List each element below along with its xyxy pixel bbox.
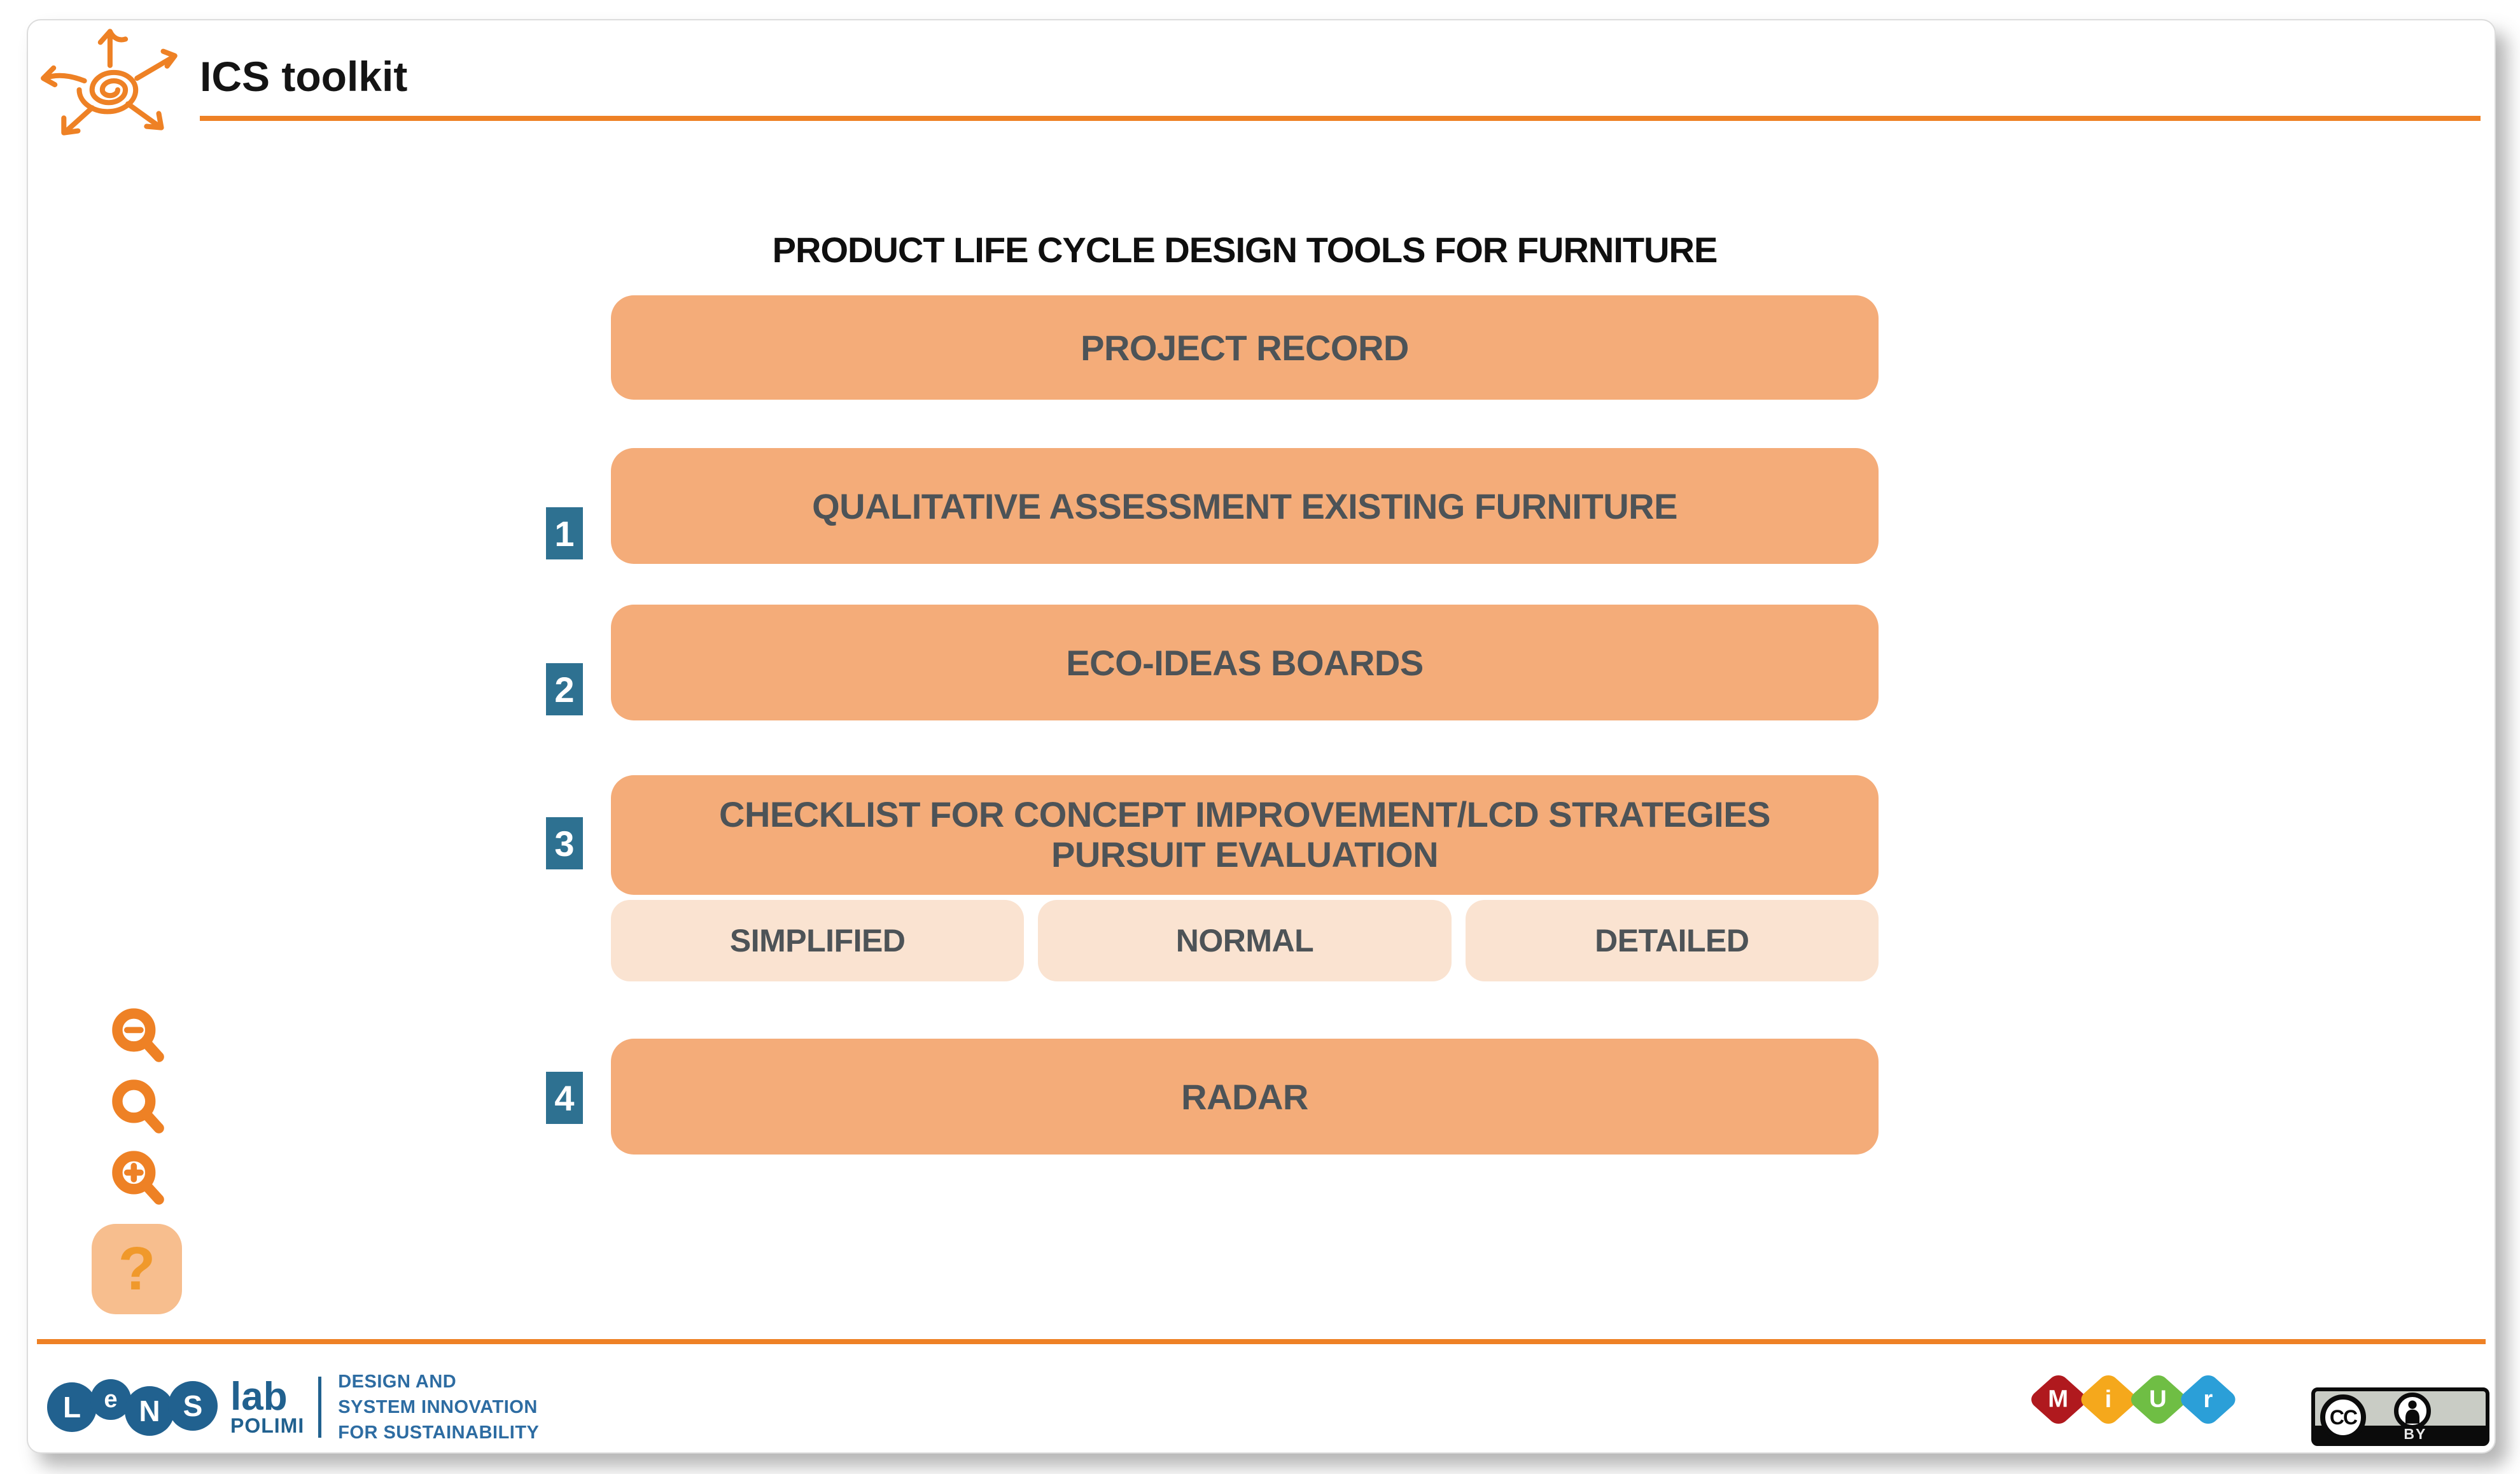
step-3-badge: 3 (546, 817, 583, 869)
lens-polimi-text: POLIMI (230, 1414, 305, 1438)
zoom-reset-button[interactable] (108, 1077, 169, 1141)
ics-spiral-logo-icon (41, 29, 178, 136)
lens-tagline-line: DESIGN AND (338, 1371, 457, 1392)
qualitative-assessment-button[interactable]: QUALITATIVE ASSESSMENT EXISTING FURNITUR… (611, 448, 1879, 564)
zoom-out-button[interactable] (108, 1006, 169, 1069)
zoom-in-button[interactable] (108, 1148, 169, 1212)
checklist-detailed-button[interactable]: DETAILED (1465, 900, 1879, 981)
lens-lab-polimi-logo: L e N S lab POLIMI DESIGN AND SYSTEM INN… (47, 1372, 539, 1443)
cc-license-label: BY (2404, 1426, 2427, 1442)
checklist-simplified-label: SIMPLIFIED (729, 923, 906, 958)
lens-letter-bubble: e (90, 1379, 131, 1420)
step-4-badge: 4 (546, 1072, 583, 1124)
lens-letter-bubble: N (125, 1386, 174, 1436)
radar-button[interactable]: RADAR (611, 1039, 1879, 1155)
radar-label: RADAR (1181, 1076, 1308, 1117)
checklist-button[interactable]: CHECKLIST FOR CONCEPT IMPROVEMENT/LCD ST… (611, 775, 1879, 895)
slide-card: ICS toolkit PRODUCT LIFE CYCLE DESIGN TO… (27, 19, 2496, 1454)
zoom-in-icon (112, 1151, 164, 1205)
checklist-normal-label: NORMAL (1175, 923, 1314, 958)
lens-letter-bubble: L (47, 1382, 97, 1432)
lens-tagline-line: SYSTEM INNOVATION (338, 1396, 538, 1417)
header-divider (200, 116, 2481, 121)
lens-lab-wordmark: lab POLIMI (230, 1375, 305, 1438)
footer-divider (37, 1339, 2486, 1344)
step-2-badge: 2 (546, 663, 583, 715)
app-title: ICS toolkit (200, 53, 408, 100)
lens-letters: L e N S (47, 1379, 218, 1436)
miur-diamond: r (2176, 1372, 2240, 1428)
lens-letter-bubble: S (168, 1381, 218, 1431)
zoom-out-icon (112, 1008, 164, 1062)
cc-icon: CC (2320, 1394, 2366, 1440)
checklist-normal-button[interactable]: NORMAL (1038, 900, 1452, 981)
cc-attribution-person-icon (2394, 1393, 2431, 1429)
lens-tagline: DESIGN AND SYSTEM INNOVATION FOR SUSTAIN… (338, 1372, 539, 1443)
checklist-simplified-button[interactable]: SIMPLIFIED (611, 900, 1025, 981)
lens-tagline-line: FOR SUSTAINABILITY (338, 1422, 540, 1443)
project-record-button[interactable]: PROJECT RECORD (611, 295, 1879, 400)
page-title: PRODUCT LIFE CYCLE DESIGN TOOLS FOR FURN… (772, 230, 1718, 270)
project-record-label: PROJECT RECORD (1081, 327, 1409, 368)
checklist-label: CHECKLIST FOR CONCEPT IMPROVEMENT/LCD ST… (719, 794, 1770, 874)
checklist-detailed-label: DETAILED (1595, 923, 1749, 958)
help-button[interactable]: ? (92, 1224, 182, 1314)
eco-ideas-boards-label: ECO-IDEAS BOARDS (1066, 642, 1424, 683)
lens-lab-text: lab (230, 1375, 288, 1419)
cc-by-badge: CC BY (2311, 1387, 2489, 1446)
step-1-badge: 1 (546, 507, 583, 559)
lens-logo-divider (318, 1377, 322, 1438)
qualitative-assessment-label: QUALITATIVE ASSESSMENT EXISTING FURNITUR… (812, 486, 1677, 526)
miur-logo: M i U r (2027, 1372, 2240, 1428)
eco-ideas-boards-button[interactable]: ECO-IDEAS BOARDS (611, 605, 1879, 720)
zoom-controls (108, 1006, 169, 1212)
zoom-icon (112, 1079, 164, 1134)
checklist-level-row: SIMPLIFIED NORMAL DETAILED (611, 900, 1879, 981)
